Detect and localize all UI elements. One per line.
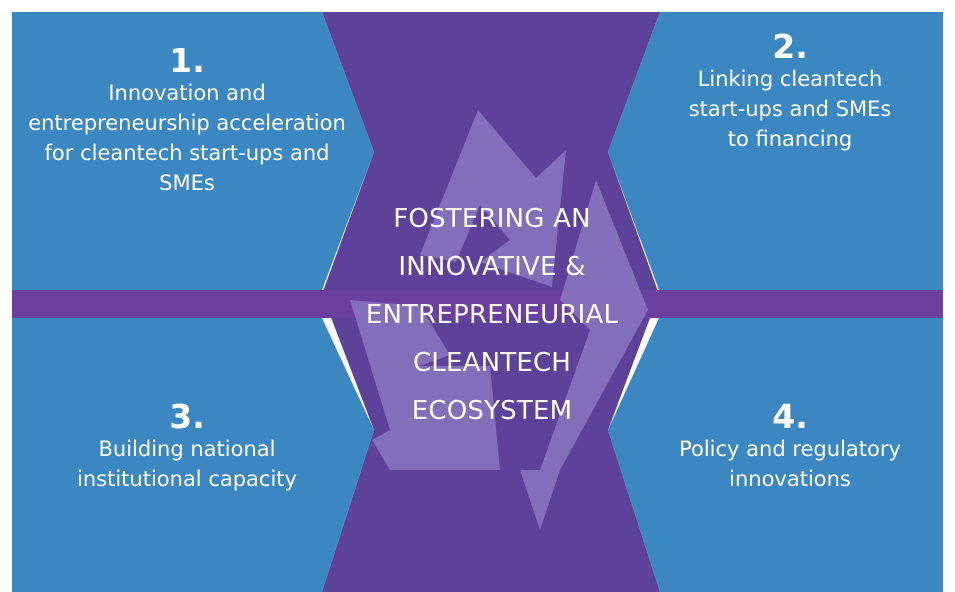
quadrant-4: 4. Policy and regulatory innovations xyxy=(630,400,950,494)
quadrant-3: 3. Building national institutional capac… xyxy=(14,400,360,494)
recycle-icon xyxy=(350,110,648,530)
horizontal-band xyxy=(12,290,943,318)
quadrant-3-number: 3. xyxy=(169,397,205,436)
quadrant-2-shape xyxy=(608,12,943,290)
quadrant-1-number: 1. xyxy=(169,41,205,80)
quadrant-4-shape xyxy=(608,318,943,592)
quadrant-2: 2. Linking cleantech start-ups and SMEs … xyxy=(636,30,944,154)
quadrant-1-shape xyxy=(12,12,374,290)
quadrant-3-label: Building national institutional capacity xyxy=(77,437,297,491)
quadrant-1: 1. Innovation and entrepreneurship accel… xyxy=(14,44,360,198)
quadrant-4-label: Policy and regulatory innovations xyxy=(679,437,901,491)
quadrant-3-shape xyxy=(12,318,374,592)
quadrant-4-number: 4. xyxy=(772,397,808,436)
quadrant-1-label: Innovation and entrepreneurship accelera… xyxy=(28,81,346,195)
quadrant-2-label: Linking cleantech start-ups and SMEs to … xyxy=(688,67,892,151)
center-title: FOSTERING AN INNOVATIVE & ENTREPRENEURIA… xyxy=(365,204,619,426)
quadrant-2-number: 2. xyxy=(772,27,808,66)
